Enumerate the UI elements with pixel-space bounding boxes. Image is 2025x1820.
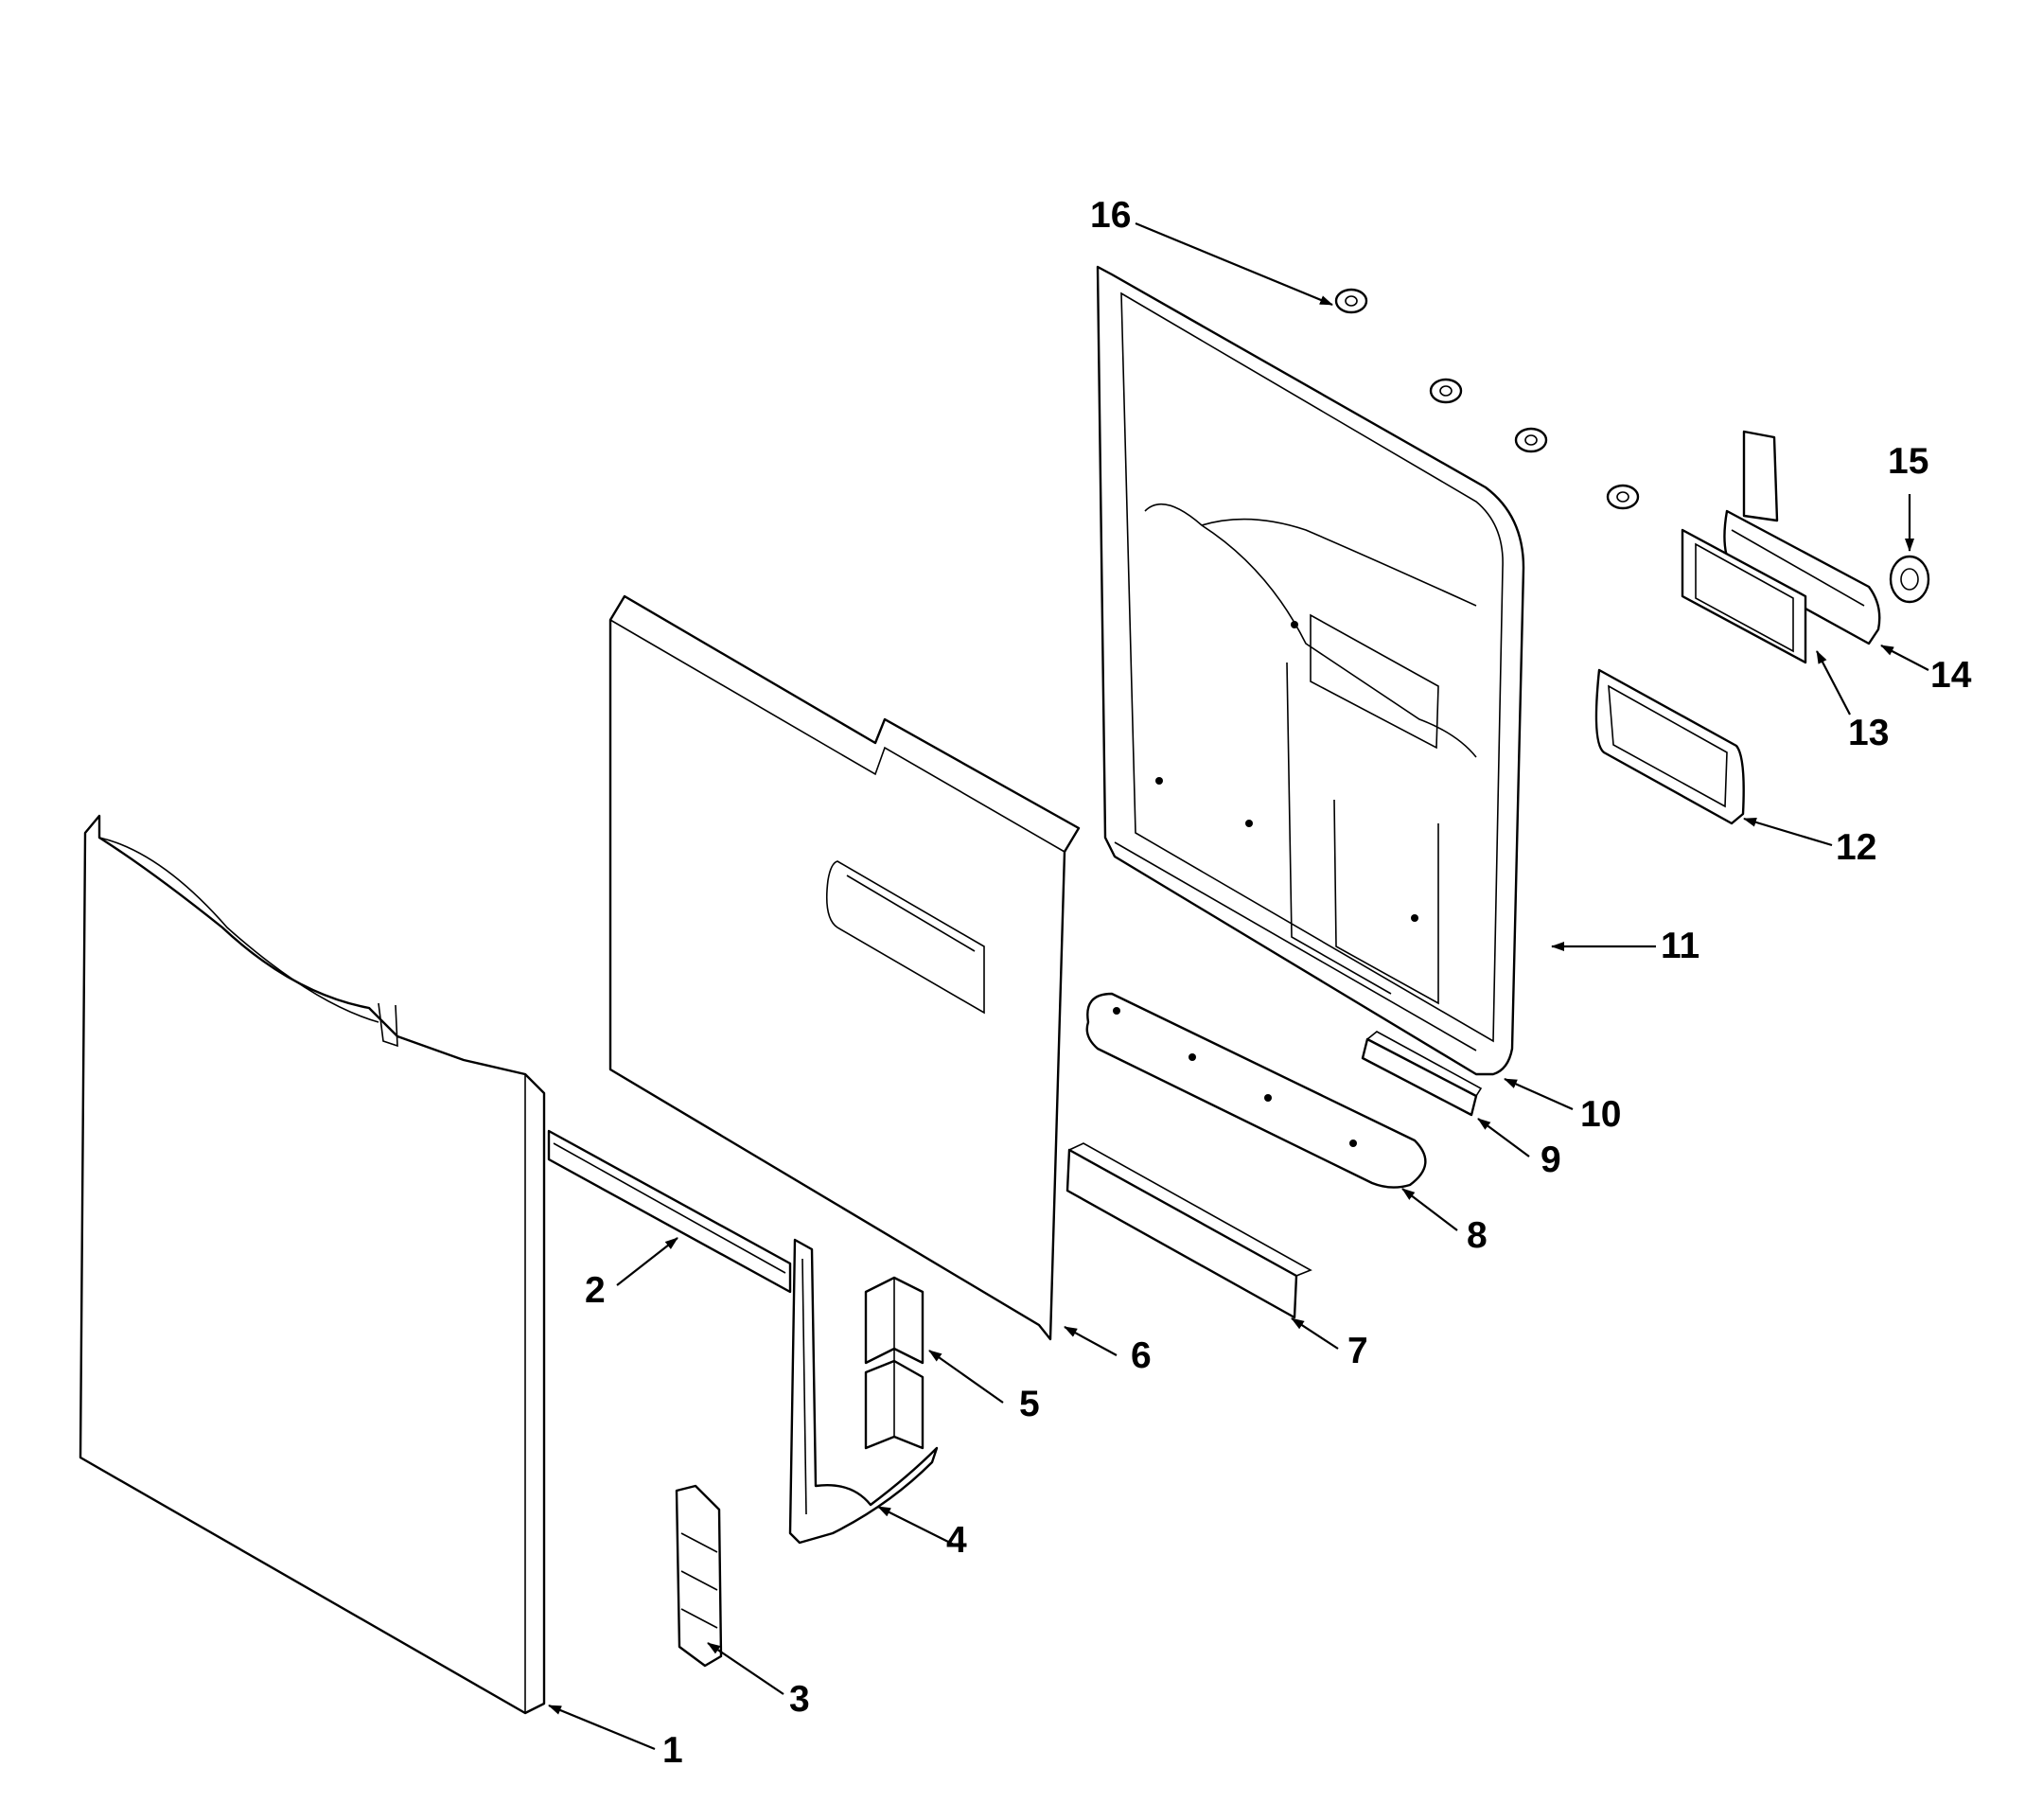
part-vent-bar — [1085, 992, 1427, 1189]
callout-5: 5 — [1019, 1384, 1040, 1424]
leader-5 — [928, 1350, 1004, 1404]
part-strip — [1065, 1142, 1312, 1319]
callout-15: 15 — [1888, 441, 1928, 482]
callout-10: 10 — [1580, 1094, 1621, 1135]
part-bracket — [1361, 1031, 1483, 1117]
callout-labels: 1 2 3 4 5 6 7 8 9 10 11 12 13 14 15 16 — [585, 195, 1972, 1771]
callout-16: 16 — [1090, 195, 1131, 236]
part-door-rail — [547, 1129, 792, 1294]
leader-4 — [877, 1506, 957, 1546]
leader-7 — [1291, 1317, 1339, 1350]
callout-11: 11 — [1661, 926, 1699, 966]
leader-1 — [548, 1704, 656, 1751]
leader-9 — [1477, 1118, 1530, 1157]
part-door-bracket — [788, 1238, 939, 1545]
callout-9: 9 — [1541, 1140, 1561, 1180]
part-dispenser-assembly — [1681, 430, 1881, 664]
part-spacer-blocks — [864, 1276, 924, 1450]
callout-14: 14 — [1930, 655, 1972, 696]
callout-8: 8 — [1467, 1215, 1488, 1256]
leader-13 — [1816, 650, 1851, 716]
leader-8 — [1401, 1188, 1458, 1231]
leader-12 — [1743, 817, 1833, 847]
callout-3: 3 — [789, 1679, 810, 1720]
leader-lines — [548, 221, 1929, 1751]
part-cap — [1889, 555, 1930, 604]
leader-16 — [1135, 221, 1333, 307]
part-nuts — [1334, 288, 1640, 510]
callout-4: 4 — [946, 1520, 967, 1561]
part-gasket — [1594, 668, 1745, 825]
callout-7: 7 — [1347, 1331, 1368, 1371]
callout-1: 1 — [662, 1730, 683, 1771]
callout-6: 6 — [1131, 1335, 1152, 1376]
part-latch — [675, 1484, 723, 1668]
part-insulation-panel — [608, 594, 1081, 1341]
leader-10 — [1504, 1077, 1574, 1111]
leader-3 — [707, 1642, 784, 1695]
part-inner-door-panel — [1096, 265, 1525, 1076]
callout-2: 2 — [585, 1270, 606, 1311]
callout-12: 12 — [1836, 827, 1876, 868]
leader-6 — [1064, 1326, 1118, 1356]
leader-2 — [616, 1237, 678, 1286]
part-outer-door-panel — [79, 814, 546, 1715]
leader-14 — [1880, 645, 1929, 671]
callout-13: 13 — [1848, 713, 1889, 753]
